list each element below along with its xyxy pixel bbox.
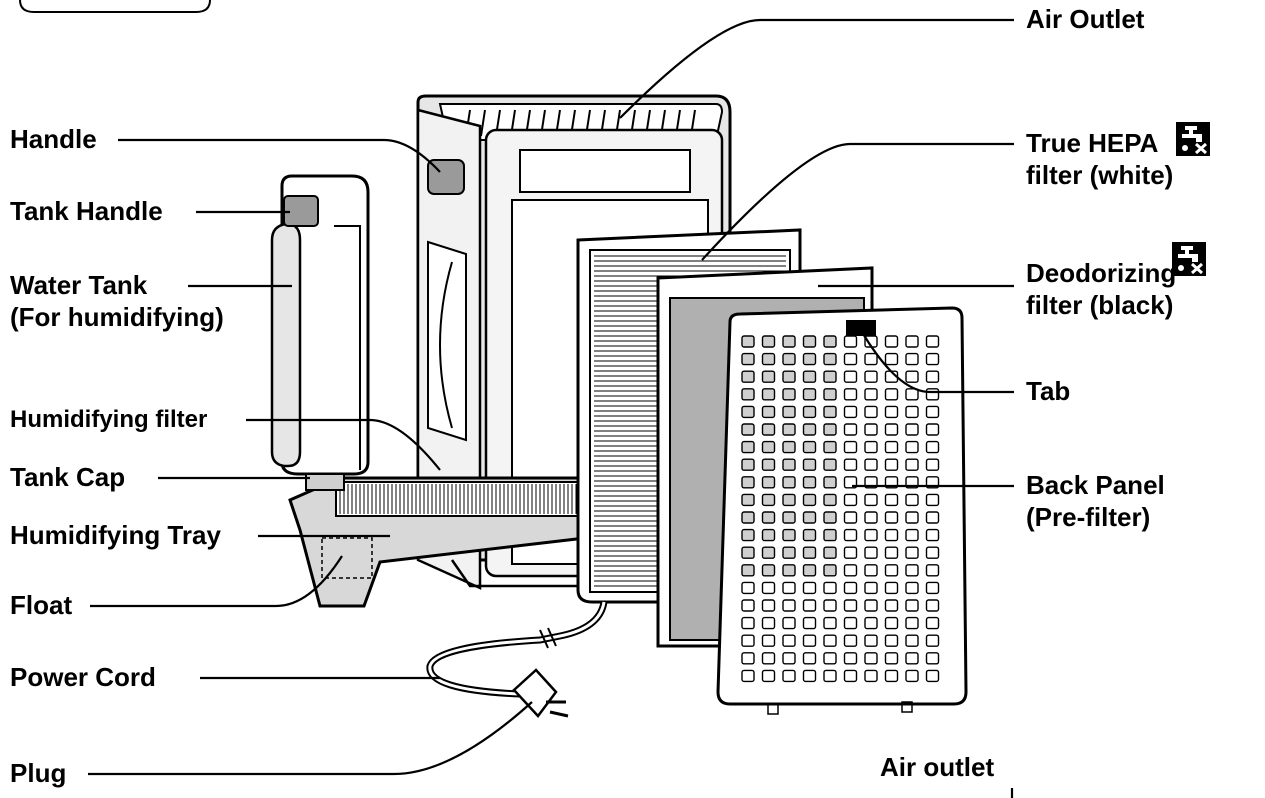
water-tank <box>270 174 370 491</box>
label-tank-handle: Tank Handle <box>10 196 163 226</box>
label-deodorizing-filter: Deodorizing <box>1026 258 1177 288</box>
label-hepa-filter: True HEPA <box>1026 128 1159 158</box>
label-handle: Handle <box>10 124 97 154</box>
label-air-outlet-bottom: Air outlet <box>880 752 995 782</box>
label-tank-cap: Tank Cap <box>10 462 126 492</box>
label-air-outlet-top: Air Outlet <box>1026 4 1145 34</box>
plug-part <box>512 668 569 718</box>
label-back-panel-note: (Pre-filter) <box>1026 502 1151 532</box>
tab-part <box>846 320 876 336</box>
label-power-cord: Power Cord <box>10 662 156 692</box>
label-deodorizing-filter-color: filter (black) <box>1026 290 1174 320</box>
leader-lines <box>88 18 1014 798</box>
label-back-panel: Back Panel <box>1026 470 1165 500</box>
float-part <box>321 537 373 579</box>
label-hepa-filter-color: filter (white) <box>1026 160 1174 190</box>
label-plug: Plug <box>10 758 67 788</box>
back-panel <box>716 306 968 715</box>
humidifying-tray <box>288 476 587 608</box>
header-frame <box>19 0 211 13</box>
label-water-tank-note: (For humidifying) <box>10 302 224 332</box>
tank-cap-part <box>305 473 345 491</box>
label-tab: Tab <box>1026 376 1071 406</box>
label-humidifying-tray: Humidifying Tray <box>10 520 221 550</box>
label-float: Float <box>10 590 73 620</box>
faucet-prohibited-icon <box>1176 120 1210 158</box>
label-humidifying-filter: Humidifying filter <box>10 406 208 433</box>
power-cord <box>426 601 608 698</box>
faucet-prohibited-icon <box>1172 240 1206 278</box>
label-water-tank: Water Tank <box>10 270 148 300</box>
